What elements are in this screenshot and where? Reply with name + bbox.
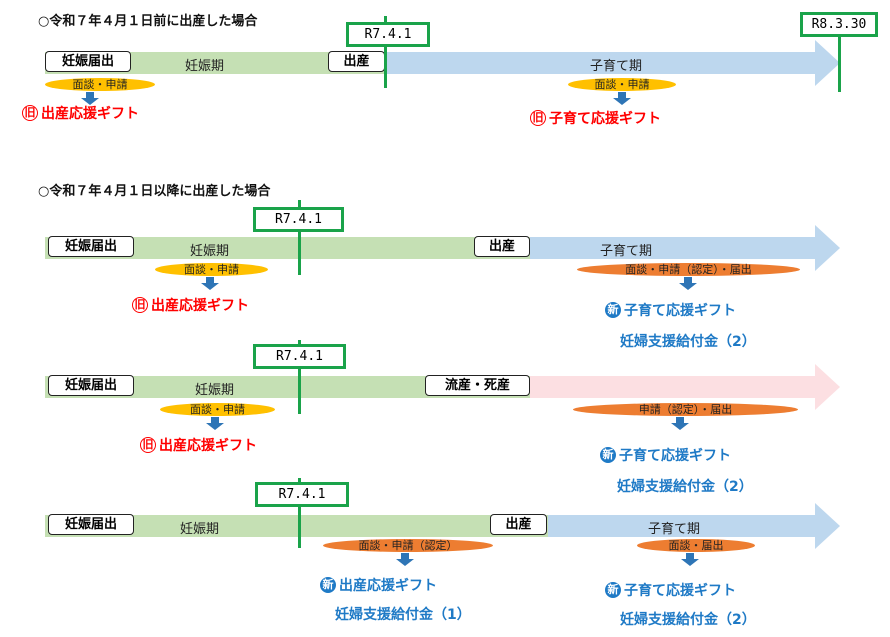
date-marker-label: R7.4.1	[255, 482, 349, 507]
start-box-pregnancy-notification: 妊娠届出	[48, 236, 134, 257]
period-label-pregnancy: 妊娠期	[195, 383, 235, 398]
down-arrow-icon	[81, 92, 99, 105]
section-heading: ○令和７年４月１日前に出産した場合	[38, 14, 258, 29]
event-box: 流産・死産	[425, 375, 530, 396]
gift-name: 出産応援ギフト	[151, 298, 249, 314]
gift-label: 新出産応援ギフト	[320, 575, 437, 595]
date-marker-line	[298, 340, 301, 414]
start-box-pregnancy-notification: 妊娠届出	[48, 375, 134, 396]
period-label-pregnancy: 妊娠期	[185, 59, 225, 74]
benefit-label: 妊婦支援給付金（2）	[617, 479, 753, 495]
gift-name: 出産応援ギフト	[159, 438, 257, 454]
childcare-period-arrow	[530, 237, 815, 259]
gift-label: 旧出産応援ギフト	[140, 435, 257, 455]
down-arrow-icon	[201, 277, 219, 290]
childcare-period-arrow	[548, 515, 815, 537]
old-badge-icon: 旧	[132, 297, 148, 313]
pregnancy-period-bar	[45, 376, 530, 398]
left-process-ellipse: 面談・申請	[45, 78, 155, 91]
new-badge-icon: 新	[605, 302, 621, 318]
gift-label: 旧出産応援ギフト	[132, 295, 249, 315]
down-arrow-icon	[671, 417, 689, 430]
left-process-ellipse: 面談・申請（認定）	[323, 539, 493, 552]
arrow-head-icon	[815, 364, 840, 410]
end-date-marker-label: R8.3.30	[800, 12, 878, 37]
gift-name: 子育て応援ギフト	[619, 448, 731, 464]
new-badge-icon: 新	[600, 447, 616, 463]
date-marker-label: R7.4.1	[253, 344, 346, 369]
down-arrow-icon	[613, 92, 631, 105]
arrow-head-icon	[815, 225, 840, 271]
benefit-label: 妊婦支援給付金（2）	[620, 612, 756, 628]
date-marker-line	[384, 16, 387, 88]
event-box: 出産	[490, 514, 547, 535]
post-loss-period-arrow	[530, 376, 815, 398]
gift-name: 子育て応援ギフト	[624, 583, 736, 599]
gift-name: 出産応援ギフト	[339, 578, 437, 594]
arrow-head-icon	[815, 503, 840, 549]
left-process-ellipse: 面談・申請	[160, 403, 275, 416]
pregnancy-period-bar	[45, 237, 530, 259]
date-marker-line	[298, 478, 301, 548]
benefit-label: 妊婦支援給付金（2）	[620, 334, 756, 350]
down-arrow-icon	[681, 553, 699, 566]
right-process-ellipse: 面談・申請（認定）・届出	[577, 263, 800, 276]
gift-name: 出産応援ギフト	[41, 106, 139, 122]
new-badge-icon: 新	[320, 577, 336, 593]
left-process-ellipse: 面談・申請	[155, 263, 268, 276]
benefit-label: 妊婦支援給付金（1）	[335, 607, 471, 623]
gift-label: 旧子育て応援ギフト	[530, 108, 661, 128]
section-heading: ○令和７年４月１日以降に出産した場合	[38, 184, 271, 199]
gift-label: 新子育て応援ギフト	[605, 580, 736, 600]
gift-name: 子育て応援ギフト	[624, 303, 736, 319]
new-badge-icon: 新	[605, 582, 621, 598]
down-arrow-icon	[396, 553, 414, 566]
period-label-childcare: 子育て期	[648, 522, 701, 537]
arrow-head-icon	[815, 40, 840, 86]
gift-label: 新子育て応援ギフト	[600, 445, 731, 465]
old-badge-icon: 旧	[140, 437, 156, 453]
gift-label: 旧出産応援ギフト	[22, 103, 139, 123]
right-process-ellipse: 面談・届出	[637, 539, 755, 552]
gift-label: 新子育て応援ギフト	[605, 300, 736, 320]
gift-name: 子育て応援ギフト	[549, 111, 661, 127]
old-badge-icon: 旧	[530, 110, 546, 126]
period-label-pregnancy: 妊娠期	[180, 522, 220, 537]
date-marker-label: R7.4.1	[253, 207, 344, 232]
childcare-period-arrow	[385, 52, 815, 74]
right-process-ellipse: 申請（認定）・届出	[573, 403, 798, 416]
right-process-ellipse: 面談・申請	[568, 78, 676, 91]
period-label-childcare: 子育て期	[590, 59, 643, 74]
start-box-pregnancy-notification: 妊娠届出	[45, 51, 131, 72]
start-box-pregnancy-notification: 妊娠届出	[48, 514, 134, 535]
down-arrow-icon	[206, 417, 224, 430]
pregnancy-period-bar	[45, 515, 548, 537]
event-box: 出産	[328, 51, 385, 72]
down-arrow-icon	[679, 277, 697, 290]
date-marker-label: R7.4.1	[346, 22, 430, 47]
period-label-childcare: 子育て期	[600, 244, 653, 259]
date-marker-line	[298, 200, 301, 275]
old-badge-icon: 旧	[22, 105, 38, 121]
period-label-pregnancy: 妊娠期	[190, 244, 230, 259]
event-box: 出産	[474, 236, 530, 257]
end-date-marker-line	[838, 12, 841, 92]
